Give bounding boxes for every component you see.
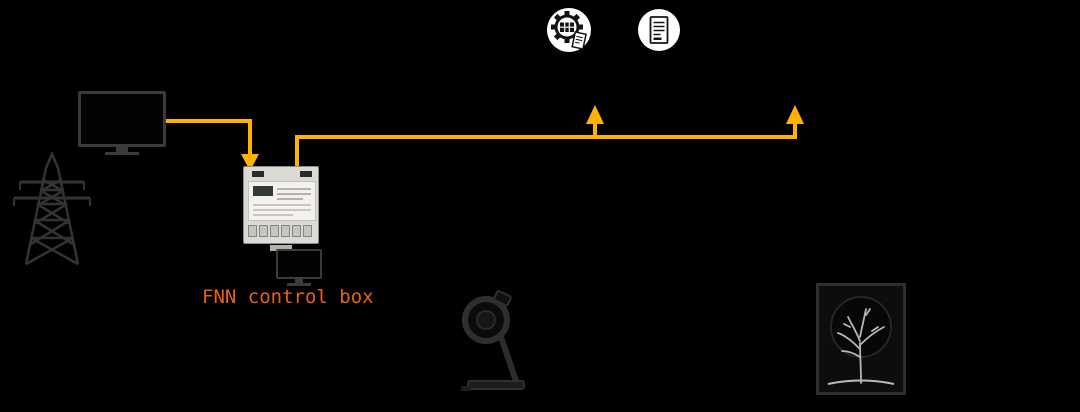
- monitor-base: [105, 152, 139, 155]
- small-monitor-neck: [295, 279, 303, 283]
- control-box-body: [243, 166, 319, 244]
- arrow-up-right-icon: [786, 105, 804, 124]
- framed-tree-icon: [816, 283, 906, 399]
- solar-panel-gear-icon: [545, 6, 593, 58]
- arrow-up-center-icon: [586, 105, 604, 124]
- lcd-display: [253, 186, 273, 196]
- control-box-faceplate: [248, 181, 316, 221]
- desk-lamp-icon: [446, 280, 544, 402]
- small-monitor-icon: [276, 249, 322, 287]
- monitor-screen: [78, 91, 166, 147]
- transmission-tower-icon: [6, 146, 98, 270]
- monitor-icon: [78, 91, 166, 157]
- small-monitor-base: [287, 283, 311, 286]
- terminal-row: [248, 225, 316, 239]
- terminal-slot: [300, 171, 312, 177]
- connector-box-to-right: [295, 123, 797, 166]
- arrow-down-icon: [241, 154, 259, 171]
- monitor-neck: [116, 147, 128, 152]
- din-clip: [270, 245, 292, 251]
- terminal-slot: [252, 171, 264, 177]
- control-box-label: FNN control box: [202, 286, 374, 308]
- small-monitor-screen: [276, 249, 322, 279]
- connector-monitor-to-box: [165, 119, 252, 155]
- fnn-control-box: [243, 166, 319, 252]
- report-document-icon: [637, 8, 681, 56]
